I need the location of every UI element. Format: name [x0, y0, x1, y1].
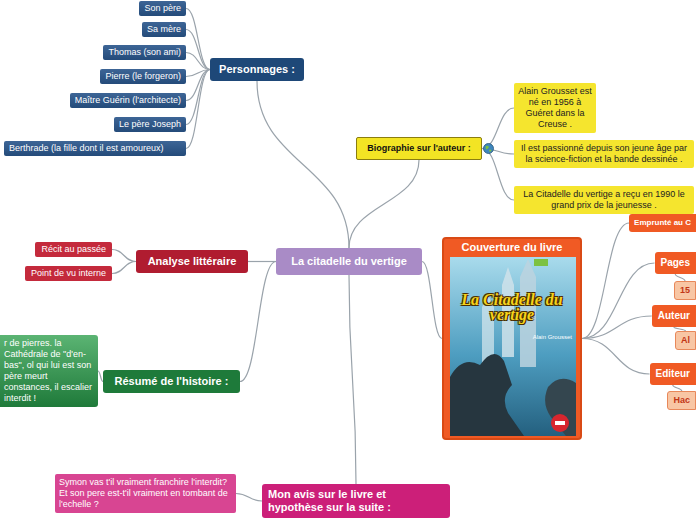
node-text: r de pierres. la Cathédrale de "d'en-bas… — [4, 338, 94, 404]
topic-box: r de pierres. la Cathédrale de "d'en-bas… — [0, 335, 98, 407]
branch-line — [482, 108, 514, 149]
topic-box: Biographie sur l'auteur : — [356, 137, 482, 160]
branch-line — [186, 53, 210, 70]
node-text: Point de vu interne — [31, 268, 106, 279]
branch-line — [112, 262, 136, 274]
node-text: Maître Guérin (l'architecte) — [75, 95, 181, 106]
topic-box: Thomas (son ami) — [103, 45, 186, 60]
branch-line — [482, 149, 514, 201]
branch-line — [257, 81, 349, 248]
node-text: La Citadelle du vertige a reçu en 1990 l… — [518, 189, 690, 211]
topic-box: Maître Guérin (l'architecte) — [70, 93, 186, 108]
node-text: Biographie sur l'auteur : — [362, 143, 476, 154]
node-text: Pages — [661, 257, 690, 269]
cover-tag — [534, 259, 548, 266]
topic-box: 15 — [674, 281, 696, 300]
branch-line — [186, 70, 210, 149]
topic-box: Al — [675, 331, 696, 350]
topic-box: Alain Grousset est né en 1956 à Guéret d… — [514, 83, 596, 133]
node-text: Personnages : — [216, 63, 298, 76]
publisher-logo — [551, 414, 569, 432]
topic-box: Sa mère — [142, 22, 186, 37]
branch-line — [112, 250, 136, 262]
branch-line — [186, 9, 210, 70]
branch-line — [186, 30, 210, 70]
node-text: Résumé de l'histoire : — [109, 375, 234, 388]
topic-box: Berthrade (la fille dont il est amoureux… — [4, 141, 186, 156]
topic-box: Analyse littéraire — [136, 250, 248, 273]
node-text: Sa mère — [147, 24, 181, 35]
node-text: Analyse littéraire — [142, 255, 242, 268]
branch-line — [675, 274, 685, 281]
node-text: Le père Joseph — [119, 119, 181, 130]
topic-box: Son père — [139, 1, 186, 16]
node-text: Berthrade (la fille dont il est amoureux… — [9, 143, 181, 154]
branch-line — [349, 160, 419, 248]
cover-sky — [450, 257, 576, 436]
cover-frame — [443, 238, 581, 439]
topic-box: La citadelle du vertige — [276, 248, 422, 275]
branch-line — [248, 261, 276, 262]
node-text: Auteur — [658, 310, 690, 322]
node-text: Mon avis sur le livre et hypothèse sur l… — [268, 488, 444, 514]
globe-icon — [486, 146, 492, 152]
globe-icon — [484, 144, 494, 154]
branch-line — [186, 70, 210, 125]
node-text: La citadelle du vertige — [282, 255, 416, 268]
topic-box: Pierre (le forgeron) — [100, 69, 186, 84]
node-text: Hac — [673, 395, 690, 406]
cover-text: La Citadelle du vertige — [452, 292, 572, 322]
topic-box: Emprunté au C — [629, 214, 696, 232]
branch-line — [582, 263, 655, 339]
node-text: Couverture du livre — [445, 241, 579, 254]
topic-box: Symon vas t'il vraiment franchire l'inte… — [55, 474, 236, 513]
publisher-logo — [555, 421, 565, 425]
branch-line — [582, 339, 650, 375]
node-text: Thomas (son ami) — [108, 47, 181, 58]
node-text: Symon vas t'il vraiment franchire l'inte… — [59, 477, 232, 510]
topic-box: Récit au passée — [35, 242, 112, 257]
branch-line — [582, 223, 629, 339]
node-text: Pierre (le forgeron) — [105, 71, 181, 82]
topic-box: Il est passionné depuis son jeune âge pa… — [514, 140, 694, 168]
node-text: Récit au passée — [41, 244, 106, 255]
branch-line — [422, 262, 442, 339]
topic-box: La Citadelle du vertige a reçu en 1990 l… — [514, 186, 694, 214]
topic-box: Pages — [655, 252, 696, 274]
topic-box: Point de vu interne — [25, 266, 112, 281]
node-text: Editeur — [656, 368, 690, 380]
topic-box: Résumé de l'histoire : — [103, 370, 240, 393]
topic-box: Hac — [667, 391, 696, 410]
topic-box: Auteur — [652, 305, 696, 327]
topic-box: Personnages : — [210, 58, 304, 81]
cover-text: Alain Grousset — [528, 333, 572, 341]
globe-icon — [483, 143, 494, 154]
node-text: Al — [681, 335, 690, 346]
topic-box: Le père Joseph — [114, 117, 186, 132]
node-text: Il est passionné depuis son jeune âge pa… — [518, 143, 690, 165]
branch-line — [240, 262, 276, 382]
gargoyle — [545, 379, 576, 436]
node-text: Son père — [144, 3, 181, 14]
node-text: Alain Grousset est né en 1956 à Guéret d… — [518, 86, 592, 130]
topic-box: Mon avis sur le livre et hypothèse sur l… — [262, 484, 450, 518]
node-text: Emprunté au C — [634, 218, 691, 228]
gargoyle — [450, 354, 524, 436]
node-text: 15 — [680, 285, 690, 296]
branch-line — [236, 494, 262, 502]
branch-line — [582, 316, 652, 339]
branch-line — [349, 275, 356, 484]
topic-box: Editeur — [650, 363, 696, 385]
